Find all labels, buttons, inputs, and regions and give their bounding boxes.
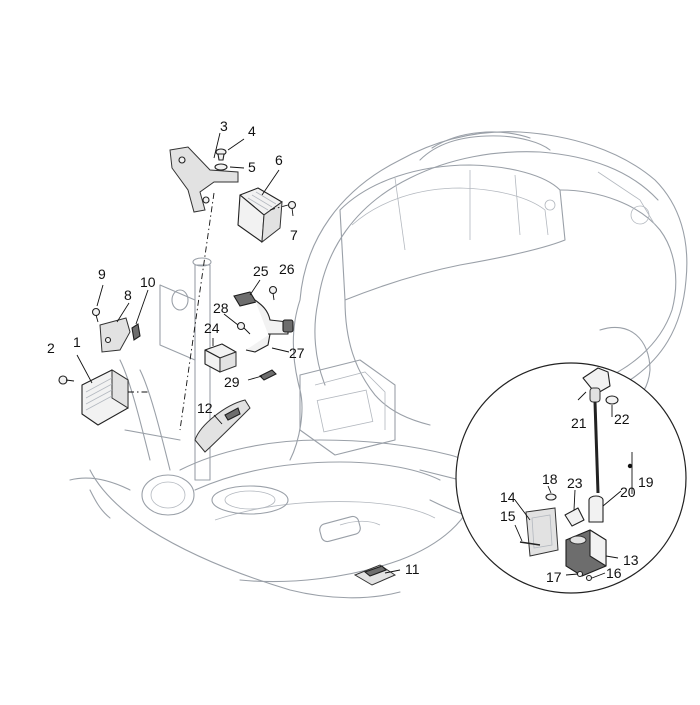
part-9-screw — [91, 307, 101, 323]
part-12-support — [194, 399, 251, 453]
part-14-mount-plate — [525, 507, 559, 557]
part-29-cable-tie — [259, 369, 277, 381]
part-21-spark-plug-cap — [582, 367, 611, 403]
part-26-screw — [268, 285, 278, 301]
callout-9: 9 — [98, 266, 106, 282]
part-18-screw — [545, 493, 557, 501]
callout-labels: 1 2 3 4 5 6 7 8 9 10 11 12 13 14 15 16 1… — [47, 118, 654, 585]
callout-16: 16 — [606, 565, 622, 581]
callout-8: 8 — [124, 287, 132, 303]
part-8-bracket — [99, 317, 131, 353]
callout-27: 27 — [289, 345, 305, 361]
part-28-screw — [236, 321, 251, 335]
part-22-clamp — [605, 395, 619, 405]
part-4-screw — [215, 148, 227, 161]
part-10-clip — [131, 323, 141, 341]
part-19-ht-lead — [593, 401, 633, 494]
part-25-wiring-connector — [233, 291, 294, 353]
callout-15: 15 — [500, 508, 516, 524]
callout-7: 7 — [290, 227, 298, 243]
callout-6: 6 — [275, 152, 283, 168]
part-13-ignition-coil — [565, 529, 607, 577]
callout-11: 11 — [405, 561, 420, 577]
part-23-connector — [564, 507, 585, 527]
callout-29: 29 — [224, 374, 240, 390]
part-5-washer — [214, 163, 228, 171]
callout-23: 23 — [567, 475, 583, 491]
part-1-regulator — [81, 369, 150, 426]
callout-12: 12 — [197, 400, 213, 416]
callout-28: 28 — [213, 300, 229, 316]
callout-10: 10 — [140, 274, 156, 290]
callout-26: 26 — [279, 261, 295, 277]
part-16-screw — [585, 574, 593, 582]
ignition-detail-circle — [455, 362, 687, 594]
callout-22: 22 — [614, 411, 630, 427]
callout-18: 18 — [542, 471, 558, 487]
part-17-washer — [576, 570, 584, 578]
callout-19: 19 — [638, 474, 654, 490]
callout-14: 14 — [500, 489, 516, 505]
callout-1: 1 — [73, 334, 81, 350]
part-7-screw — [269, 200, 297, 217]
leader-lines — [76, 132, 622, 579]
part-3-bracket — [169, 146, 239, 431]
part-20-boot — [588, 495, 604, 523]
callout-13: 13 — [623, 552, 639, 568]
part-11-bracket — [353, 564, 397, 586]
callout-21: 21 — [571, 415, 587, 431]
callout-3: 3 — [220, 118, 228, 134]
part-15-wire — [519, 541, 541, 546]
part-6-control-unit — [237, 187, 283, 244]
part-2-screw — [58, 375, 75, 385]
callout-4: 4 — [248, 123, 256, 139]
callout-2: 2 — [47, 340, 55, 356]
callout-25: 25 — [253, 263, 269, 279]
part-24-relay — [204, 343, 237, 373]
callout-24: 24 — [204, 320, 220, 336]
callout-17: 17 — [546, 569, 562, 585]
callout-5: 5 — [248, 159, 256, 175]
callout-20: 20 — [620, 484, 636, 500]
